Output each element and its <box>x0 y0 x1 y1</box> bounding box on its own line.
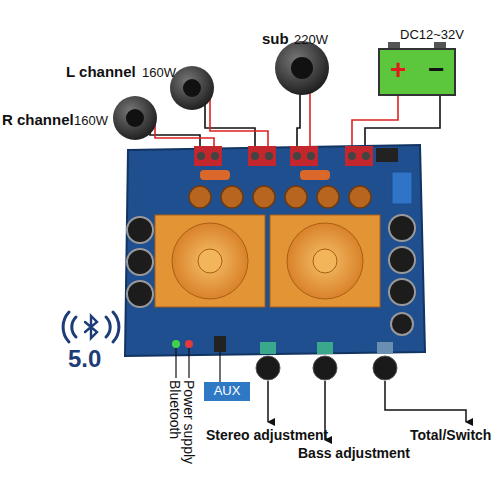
power-led <box>185 340 193 348</box>
channel-name: L channel <box>66 64 136 81</box>
fan-hub <box>313 249 337 273</box>
signal-arc <box>72 317 76 337</box>
screw <box>251 152 259 160</box>
leader-arrow <box>385 381 466 422</box>
terminal-block <box>194 146 222 166</box>
pot-base <box>317 342 333 354</box>
heatsink-body <box>155 215 265 307</box>
signal-arc <box>106 317 110 337</box>
wire <box>297 90 300 148</box>
toroid-inductor <box>253 186 275 208</box>
speaker <box>113 96 157 140</box>
film-capacitor <box>200 170 230 180</box>
channel-name: R channel <box>2 112 74 129</box>
signal-arc <box>113 312 119 342</box>
toroid-inductor <box>285 186 307 208</box>
leader-line <box>175 348 176 378</box>
speaker-dust-cap <box>291 57 313 79</box>
capacitor <box>391 313 413 335</box>
leader-line <box>188 348 189 378</box>
screw <box>211 152 219 160</box>
screw <box>362 152 370 160</box>
led-label: Power supply <box>181 380 196 464</box>
control-label: Total/Switch <box>410 428 491 443</box>
bluetooth-rune <box>85 316 97 338</box>
heatsink <box>270 215 380 307</box>
connector <box>376 148 398 162</box>
wire <box>150 112 200 148</box>
power-rating: 160W <box>142 66 176 80</box>
knob <box>373 356 397 380</box>
capacitor <box>127 217 153 243</box>
heatsink <box>155 215 265 307</box>
speaker-cone <box>275 41 329 95</box>
relay <box>392 172 412 204</box>
terminal-block <box>290 146 318 166</box>
speaker-dust-cap <box>126 109 144 127</box>
aux-label: AUX <box>204 384 250 397</box>
knob <box>313 356 337 380</box>
pot-base <box>377 342 393 354</box>
bluetooth-icon <box>63 312 119 342</box>
aux-box: AUX <box>204 382 250 401</box>
supply-voltage: DC12~32V <box>400 28 464 42</box>
wire <box>309 92 311 148</box>
speaker-cone <box>113 96 157 140</box>
speaker-cone <box>170 66 214 110</box>
power-rating: 160W <box>74 114 108 128</box>
speaker-dust-cap <box>183 79 201 97</box>
screw <box>348 152 356 160</box>
toroid-inductor <box>221 186 243 208</box>
wire <box>365 96 440 148</box>
knob <box>256 356 280 380</box>
terminal-blocks <box>194 146 398 166</box>
channel-name: sub <box>262 31 289 48</box>
aux-jack <box>214 336 226 352</box>
capacitor <box>389 279 415 305</box>
battery: +− <box>378 48 456 96</box>
cooling-fan <box>287 223 363 299</box>
potentiometers <box>256 342 397 380</box>
cooling-fan <box>172 223 248 299</box>
pot-base <box>260 342 276 354</box>
polarity-minus: − <box>428 56 444 84</box>
capacitor <box>389 215 415 241</box>
film-capacitor <box>300 170 330 180</box>
wire <box>352 96 398 148</box>
capacitors <box>127 215 415 335</box>
toroid-inductor <box>189 186 211 208</box>
subwoofer <box>275 41 329 95</box>
screw <box>265 152 273 160</box>
control-label: Bass adjustment <box>298 446 410 461</box>
led-label: Bluetooth <box>167 380 182 439</box>
leader-arrow <box>267 381 269 422</box>
capacitor <box>127 281 153 307</box>
heatsink-body <box>270 215 380 307</box>
capacitor <box>389 247 415 273</box>
bluetooth-version: 5.0 <box>68 346 101 372</box>
control-label: Stereo adjustment <box>206 428 328 443</box>
terminal-block <box>248 146 276 166</box>
inductors <box>189 186 371 208</box>
fan-hub <box>198 249 222 273</box>
toroid-inductor <box>317 186 339 208</box>
leader-line <box>219 352 220 382</box>
screw <box>197 152 205 160</box>
speaker <box>170 66 214 110</box>
pcb-board <box>125 145 425 356</box>
screw <box>307 152 315 160</box>
signal-arc <box>63 312 69 342</box>
polarity-plus: + <box>390 56 406 84</box>
toroid-inductor <box>349 186 371 208</box>
screw <box>293 152 301 160</box>
terminal-block <box>345 146 373 166</box>
capacitor <box>127 249 153 275</box>
bluetooth-led <box>172 340 180 348</box>
power-rating: 220W <box>294 33 328 47</box>
wire <box>210 90 268 148</box>
